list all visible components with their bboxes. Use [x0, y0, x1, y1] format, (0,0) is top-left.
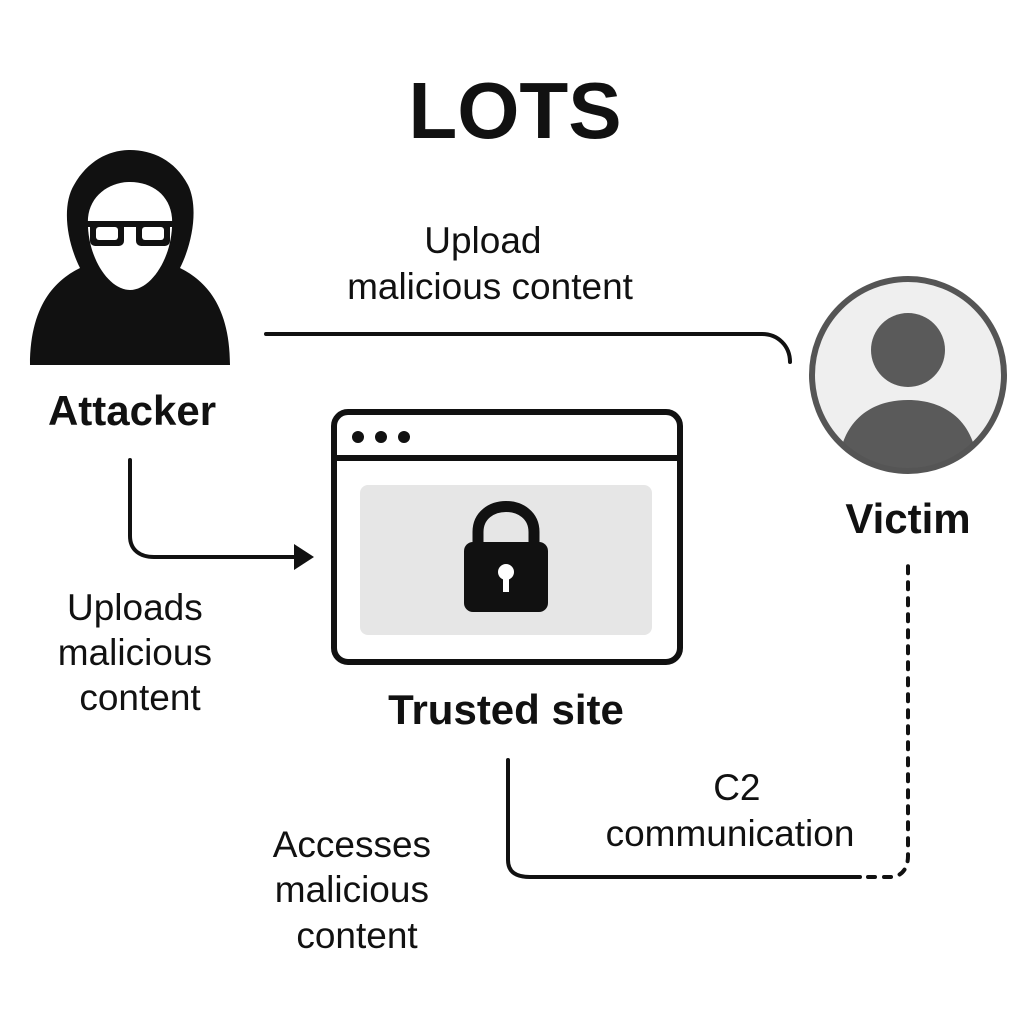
label-line: content: [79, 677, 201, 718]
label-line: Upload: [424, 220, 541, 261]
attacker-to-victim-line: [264, 332, 792, 364]
trusted-site-label: Trusted site: [388, 686, 624, 733]
attacker-to-site-line: [128, 458, 302, 559]
label-line: C2: [713, 767, 760, 808]
attacker-to-site-label: Uploads malicious content: [58, 587, 223, 718]
label-line: malicious: [58, 632, 212, 673]
browser-window-lock-icon: [331, 409, 683, 665]
diagram-title: LOTS: [408, 66, 621, 155]
c2-dotted-line: [866, 560, 910, 879]
victim-to-site-label: Accesses malicious content: [273, 824, 442, 956]
label-line: malicious: [275, 869, 429, 910]
attacker-label: Attacker: [48, 387, 216, 434]
c2-label: C2 communication: [606, 767, 855, 854]
label-line: malicious content: [347, 266, 634, 307]
site-to-victim-line: [506, 758, 862, 879]
label-line: Uploads: [67, 587, 203, 628]
label-line: content: [296, 915, 418, 956]
user-avatar-icon: [809, 276, 1007, 474]
label-line: Accesses: [273, 824, 431, 865]
victim-label: Victim: [845, 495, 970, 542]
attacker-to-victim-label: Upload malicious content: [347, 220, 634, 307]
arrowhead-icon: [294, 544, 314, 570]
hooded-hacker-icon: [30, 150, 230, 365]
label-line: communication: [606, 813, 855, 854]
